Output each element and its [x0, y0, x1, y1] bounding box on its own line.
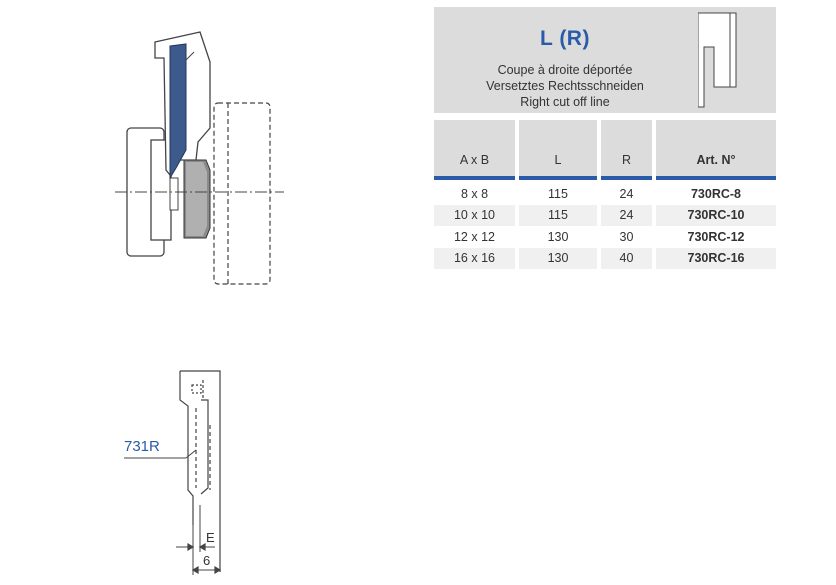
cell-art: 730RC-10: [687, 208, 745, 222]
tool-profile-icon: [698, 12, 737, 108]
cell-ab: 12 x 12: [453, 230, 495, 244]
table-row: 16 x 16 130 40 730RC-16: [434, 248, 776, 269]
subtitle-de: Versetztes Rechtsschneiden: [486, 79, 644, 93]
cell-ab: 8 x 8: [460, 187, 489, 201]
workpiece-dashed: [213, 102, 271, 285]
table-row: 12 x 12 130 30 730RC-12: [434, 227, 776, 248]
subtitle-fr: Coupe à droite déportée: [497, 63, 633, 77]
product-header: L (R) Coupe à droite déportée Versetztes…: [434, 7, 776, 113]
subtitle-en: Right cut off line: [520, 95, 610, 109]
cell-ab: 10 x 10: [453, 208, 495, 222]
cell-r: 40: [619, 251, 634, 265]
cell-l: 130: [547, 251, 569, 265]
table-row: 10 x 10 115 24 730RC-10: [434, 205, 776, 226]
tool-blade: [169, 43, 195, 180]
table-row: 8 x 8 115 24 730RC-8: [434, 184, 776, 205]
cell-l: 115: [548, 187, 568, 201]
dimension-6-label: 6: [203, 553, 211, 568]
column-header-art: Art. N°: [656, 120, 776, 180]
cell-l: 130: [547, 230, 569, 244]
column-header-r: R: [601, 120, 652, 180]
cell-r: 30: [619, 230, 634, 244]
cell-l: 115: [548, 208, 568, 222]
dimension-e-label: E: [206, 530, 215, 545]
cut-part: [183, 159, 211, 239]
cell-art: 730RC-12: [687, 230, 745, 244]
product-title: L (R): [540, 27, 590, 50]
cell-r: 24: [619, 187, 634, 201]
column-header-ab: A x B: [434, 120, 515, 180]
cell-r: 24: [619, 208, 634, 222]
insert-drawing: [124, 370, 222, 575]
cell-art: 730RC-8: [690, 187, 742, 201]
cell-art: 730RC-16: [687, 251, 745, 265]
cell-ab: 16 x 16: [453, 251, 495, 265]
column-header-l: L: [519, 120, 597, 180]
insert-label: 731R: [124, 438, 160, 455]
